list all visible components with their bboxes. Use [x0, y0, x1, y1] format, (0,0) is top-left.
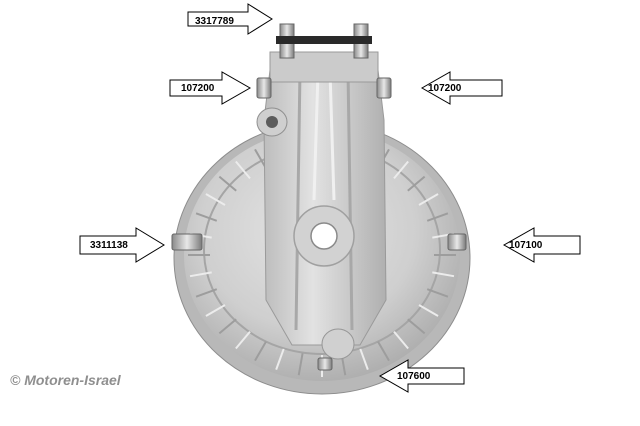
cooling-fin: [195, 288, 218, 298]
top-studs: [276, 23, 372, 59]
cooling-fin: [275, 348, 285, 370]
label-upper-right: 107200: [428, 83, 462, 94]
spine-center-groove: [312, 71, 336, 201]
label-top: 3317789: [195, 16, 234, 27]
cooling-fin: [418, 304, 439, 317]
arrow-right: [502, 227, 581, 263]
cooling-fins: [188, 133, 456, 377]
cooling-fin: [407, 175, 426, 192]
cooling-fin: [432, 271, 455, 278]
cooling-fin: [393, 330, 409, 350]
cooling-fin: [205, 304, 226, 317]
cooling-fin: [205, 193, 226, 206]
label-bottom: 107600: [397, 371, 431, 382]
spine-rib-left: [294, 69, 302, 331]
label-left: 3311138: [90, 240, 128, 251]
cooling-fin: [235, 330, 251, 350]
center-bore: [310, 222, 338, 250]
cooling-fin: [218, 318, 237, 335]
label-right: 107100: [509, 240, 543, 251]
copyright-watermark: © Motoren-Israel: [10, 372, 121, 388]
drain-boss: [321, 328, 355, 360]
arrow-top: [187, 3, 273, 35]
cooling-fin: [359, 348, 369, 370]
cooling-fin: [426, 212, 449, 222]
cooling-fin: [254, 341, 267, 362]
cooling-fin: [418, 193, 439, 206]
callout-arrows: [79, 3, 581, 393]
cooling-fin: [407, 318, 426, 335]
cooling-fin: [218, 175, 237, 192]
cooling-fin: [189, 271, 212, 278]
cooling-fin: [195, 212, 218, 222]
label-upper-left: 107200: [181, 83, 215, 94]
cooling-fin: [393, 160, 409, 180]
cooling-fin: [426, 288, 449, 298]
arrow-left: [79, 227, 165, 263]
spine-rib-right: [346, 69, 354, 331]
cooling-fin: [235, 160, 251, 180]
side-bolts: [171, 77, 467, 371]
arrow-upper-left: [169, 71, 252, 105]
arrow-upper-right: [420, 71, 503, 105]
cooling-fin: [297, 353, 304, 376]
cooling-fin: [377, 341, 390, 362]
breather-lug: [256, 107, 288, 137]
arrow-bottom: [378, 359, 465, 393]
final-drive-housing: [171, 23, 471, 395]
